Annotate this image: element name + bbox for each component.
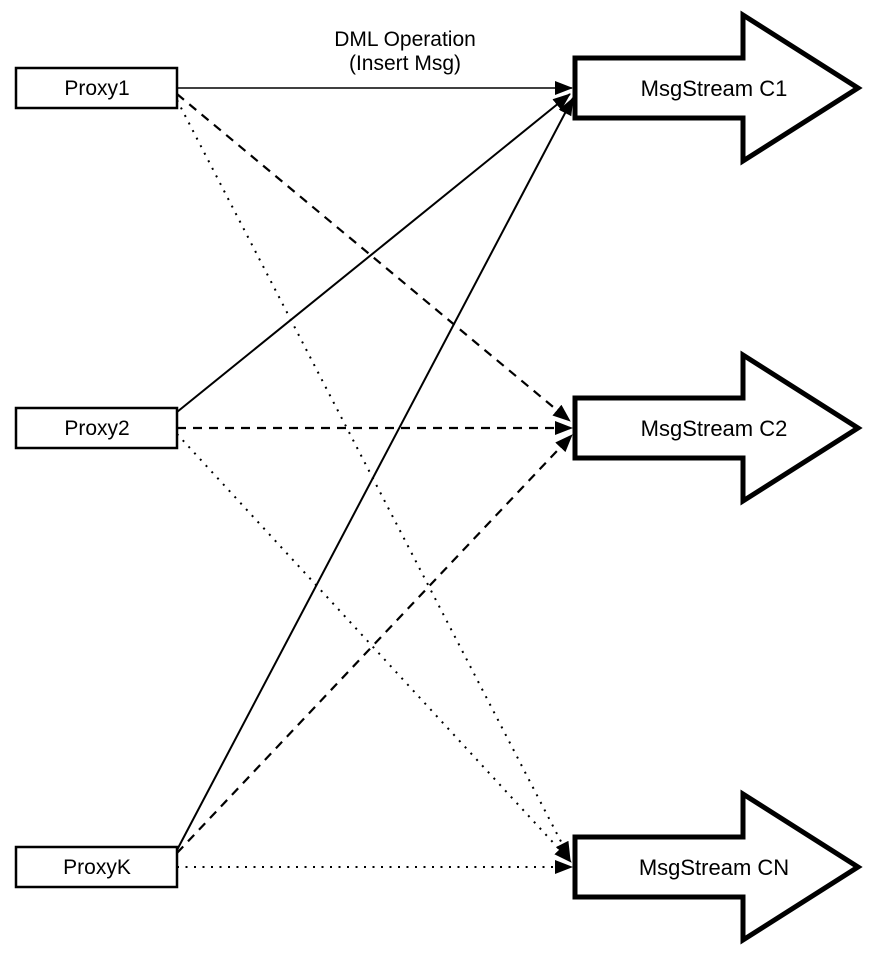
msgstream-cn-label: MsgStream CN [639,855,789,880]
proxy2-label: Proxy2 [64,417,129,440]
msgstream-c1-label: MsgStream C1 [641,76,788,101]
connection-proxy1-c2-dashed [176,93,571,422]
proxy2-box [14,406,179,450]
msgstream-c2-label: MsgStream C2 [641,416,788,441]
connection-proxyk-c1-solid [176,97,574,851]
msgstream-c2-node: MsgStream C2 [572,350,863,506]
proxy1-box [14,66,179,110]
proxyk-label: ProxyK [63,856,131,879]
proxyk-box [14,845,179,889]
msgstream-cn-node: MsgStream CN [572,789,863,945]
dml-operation-label-line2: (Insert Msg) [349,52,461,75]
msgstream-cn-arrow [572,789,863,945]
connection-proxy2-cn-dotted [176,433,572,863]
proxyk-node: ProxyK [14,845,179,889]
proxy1-label: Proxy1 [64,77,129,100]
msgstream-c2-arrow [572,350,863,506]
dml-operation-label-line1: DML Operation [334,28,476,51]
msgstream-c1-arrow [572,10,863,166]
msgstream-c1-node: MsgStream C1 [572,10,863,166]
connection-proxy2-c1-solid [176,93,571,413]
proxy1-node: Proxy1 [14,66,179,110]
proxy2-node: Proxy2 [14,406,179,450]
